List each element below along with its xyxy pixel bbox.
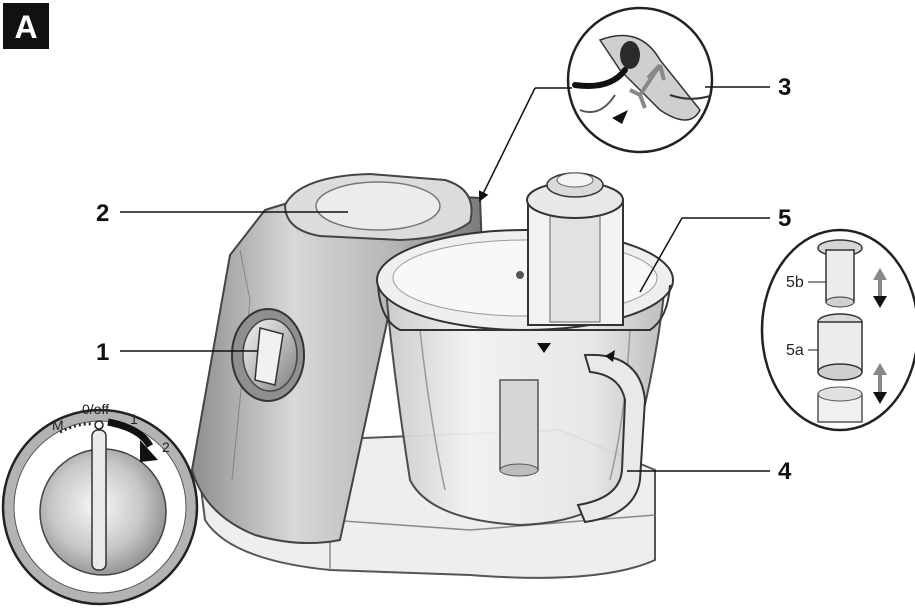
callout-2: 2 bbox=[96, 200, 109, 227]
callout-4: 4 bbox=[778, 458, 792, 485]
dial-label-2: 2 bbox=[162, 439, 170, 455]
callout-5: 5 bbox=[778, 205, 791, 232]
accessory-lid bbox=[285, 174, 472, 240]
callout-1: 1 bbox=[96, 339, 109, 366]
dial-label-off: 0/off bbox=[82, 401, 109, 417]
inset-cable-storage bbox=[568, 8, 712, 152]
inset-pusher-parts: 5b 5a bbox=[762, 230, 915, 430]
label-5b: 5b bbox=[786, 274, 804, 291]
callout-3: 3 bbox=[778, 74, 791, 101]
label-5a: 5a bbox=[786, 342, 804, 359]
inset-dial: M 0/off 1 2 bbox=[3, 401, 197, 604]
feed-tube bbox=[527, 173, 623, 325]
panel-label-text: A bbox=[14, 9, 37, 45]
panel-label: A bbox=[3, 3, 49, 49]
dial-label-m: M bbox=[52, 417, 64, 433]
rotary-switch bbox=[232, 309, 304, 401]
dial-label-1: 1 bbox=[130, 411, 138, 427]
